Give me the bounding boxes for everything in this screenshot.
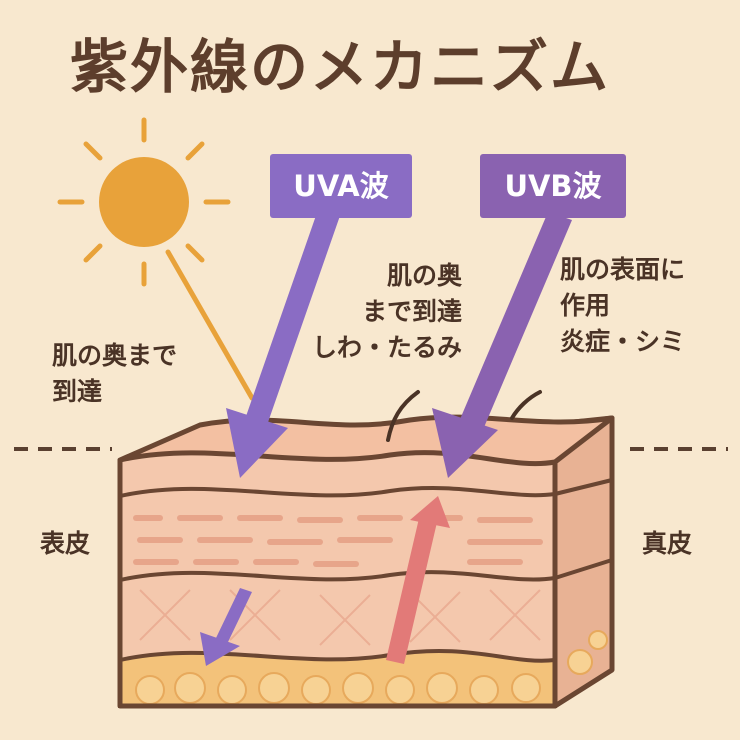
uva-description-line: 肌の奥 (386, 261, 462, 290)
uva-badge: UVA波 (270, 154, 412, 218)
uvb-badge: UVB波 (480, 154, 626, 218)
skin-block (117, 390, 615, 709)
dermis-label: 真皮 (642, 529, 693, 558)
uva-description: 肌の奥 まで到達 しわ・たるみ (312, 258, 462, 366)
epidermis-label: 表皮 (40, 529, 91, 558)
uva-arrow (226, 204, 342, 478)
uvb-description: 肌の表面に 作用 炎症・シミ (560, 252, 685, 360)
uva-description-line: まで到達 (361, 297, 462, 326)
uvb-description-line: 作用 (560, 291, 611, 320)
inflammation-arrow (386, 496, 450, 664)
fat-cells (135, 630, 608, 705)
uvb-arrow (432, 212, 572, 478)
uvb-description-line: 炎症・シミ (560, 327, 686, 356)
uva-description-line: しわ・たるみ (311, 333, 462, 362)
sun-icon (57, 117, 255, 401)
sun-note-line: 到達 (52, 377, 103, 406)
sun-note: 肌の奥まで 到達 (52, 338, 177, 410)
uvb-description-line: 肌の表面に (560, 255, 686, 284)
page-title: 紫外線のメカニズム (70, 33, 611, 101)
uva-deep-arrow (200, 588, 252, 666)
sun-note-line: 肌の奥まで (52, 341, 178, 370)
